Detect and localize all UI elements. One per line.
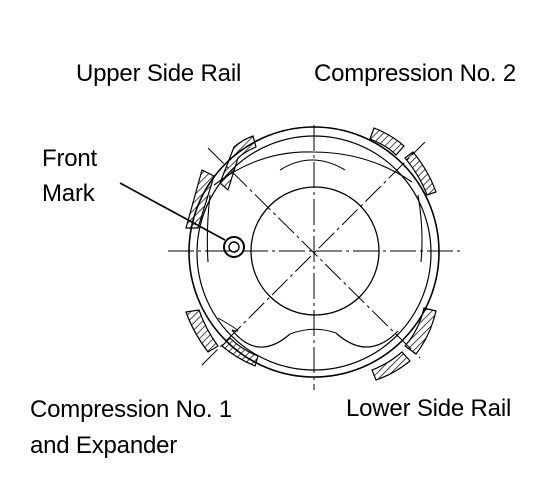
front-mark-leader-line	[119, 182, 226, 241]
lower-left-hatch-side	[185, 309, 219, 353]
piston	[188, 126, 440, 378]
ring-gap-markers	[185, 127, 437, 381]
compression-no2-label: Compression No. 2	[314, 57, 516, 91]
upper-right-shoulder	[417, 194, 423, 263]
outer-ring-circle	[188, 126, 440, 378]
second-ring-circle	[196, 135, 432, 371]
compression-no1-text-line2: and Expander	[30, 432, 178, 459]
upper-skirt-arc	[213, 151, 413, 186]
upper-bump-arc	[279, 159, 346, 171]
compression-no1-label: Compression No. 1 and Expander	[30, 392, 232, 464]
front-mark-text-line1: Front	[42, 145, 98, 172]
diagonal-line-nw	[207, 147, 421, 359]
lower-right-hatch-bottom	[371, 351, 411, 381]
front-mark-label: Front Mark	[42, 141, 97, 211]
diagonal-line-ne	[201, 141, 426, 366]
lower-skirt-arc	[217, 317, 337, 335]
front-mark-inner-circle	[228, 241, 240, 253]
lower-right-hatch-side	[404, 307, 437, 355]
lower-side-rail-label: Lower Side Rail	[346, 392, 511, 426]
upper-left-hatch-inner	[185, 169, 215, 229]
lower-left-hatch-bottom	[221, 337, 259, 367]
lower-left-bump	[231, 329, 291, 348]
upper-right-hatch-top	[369, 127, 405, 156]
upper-left-hatch-outer	[219, 135, 257, 192]
lower-side-rail-text: Lower Side Rail	[346, 395, 512, 422]
upper-right-hatch-side	[404, 151, 437, 196]
inner-bore-circle	[250, 186, 380, 316]
upper-side-rail-label: Upper Side Rail	[76, 57, 241, 91]
compression-no2-text: Compression No. 2	[314, 60, 517, 87]
centerlines	[168, 125, 462, 390]
front-mark-text-line2: Mark	[42, 180, 95, 207]
upper-left-shoulder	[206, 194, 211, 263]
front-mark	[119, 182, 245, 258]
front-mark-outer-circle	[223, 236, 245, 258]
upper-side-rail-text: Upper Side Rail	[76, 60, 242, 87]
lower-right-bump	[335, 330, 399, 348]
compression-no1-text-line1: Compression No. 1	[30, 396, 233, 423]
